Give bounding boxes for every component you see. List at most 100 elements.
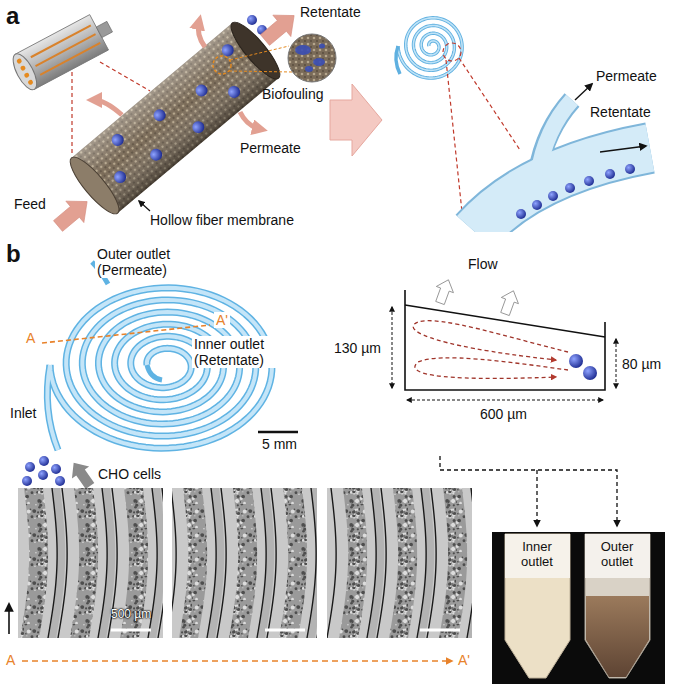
part-label: Hollow fiber membrane: [150, 212, 294, 228]
micrographs-part-part: [70, 488, 98, 638]
micrographs-part-part: [58, 488, 67, 638]
hollow-fiber-part: [226, 83, 243, 100]
micrographs-part-part: [367, 488, 384, 638]
enlarged-channel: [475, 100, 650, 232]
outlet-label: Outer outlet (Permeate): [95, 246, 199, 278]
dimension-label: 80 µm: [622, 356, 661, 372]
flow-label: Flow: [468, 256, 498, 272]
hollow-fiber-leader: [139, 201, 150, 211]
membrane-module-part: [16, 58, 22, 64]
section-marker: A': [458, 652, 470, 668]
dimension-label: 130 µm: [334, 340, 381, 356]
micrographs-part-part: [207, 488, 224, 638]
cho-cells-part: [65, 457, 99, 492]
micrographs-part-part: [20, 488, 48, 638]
tube-photo-part: [505, 534, 570, 678]
flow-arrows: [49, 5, 303, 237]
micrographs-part-part: [339, 488, 367, 638]
dimension-arrows-part: [392, 307, 393, 388]
micrographs-part-part: [172, 488, 176, 638]
biofouling-inset-part: [213, 56, 231, 74]
biofouling-inset-part: [230, 46, 289, 60]
micrographs-part-part: [389, 488, 417, 638]
micrographs-part-part: [467, 488, 472, 638]
micrographs-part: [172, 488, 317, 638]
hollow-fiber: [64, 17, 286, 220]
tube-photo-part: [585, 534, 650, 578]
dean-vortices: [413, 321, 568, 379]
biofouling-inset-part: [305, 66, 313, 72]
hollow-fiber-part: [193, 82, 210, 99]
exiting-cells-part: [247, 15, 257, 25]
transition-chevron: [330, 84, 382, 156]
micrographs-part-part: [377, 488, 386, 638]
dimension-arrows: [392, 307, 616, 400]
zoom-lines-red-part: [443, 43, 461, 61]
micrographs-part-part: [18, 488, 163, 638]
micrographs-part: [18, 488, 163, 638]
micrographs-part-part: [48, 488, 65, 638]
small-spiral-part: [398, 18, 462, 78]
micrographs-part-part: [307, 488, 316, 638]
cho-cells-part: [39, 456, 49, 466]
permeate-arrows-part: [94, 100, 122, 115]
micrographs-part-part: [417, 488, 426, 638]
tube-photo-part: [505, 534, 570, 578]
tube-photo: [492, 532, 665, 684]
tube-label: Inner outlet: [508, 540, 566, 570]
panel-letter: b: [6, 240, 21, 268]
hollow-fiber-leader-part: [139, 201, 150, 211]
micrographs-part-part: [367, 488, 376, 638]
section-line: [42, 325, 210, 343]
spiral-device-part: [47, 365, 58, 450]
biofouling-inset-part: [295, 45, 311, 55]
enlarged-channel-part: [565, 183, 575, 193]
biofouling-inset-part: [319, 44, 325, 49]
section-arrow-part: [22, 660, 452, 662]
cell-label: CHO cells: [98, 466, 161, 482]
dimension-label: 600 µm: [480, 406, 527, 422]
part-label: Biofouling: [262, 86, 324, 102]
micrographs-part-part: [267, 488, 276, 638]
cho-cells-part: [51, 464, 61, 474]
micrographs-part-part: [417, 488, 434, 638]
scale-bar: [258, 432, 298, 433]
biofouling-inset: [213, 34, 336, 82]
flow-direction-arrow: [9, 604, 10, 634]
flow-label: Permeate: [596, 68, 657, 84]
scale-bar: [265, 629, 305, 632]
tube-photo-part: [492, 532, 665, 684]
zoom-lines-red-part: [446, 60, 462, 212]
inlet-label: Inlet: [10, 405, 36, 421]
biofouling-inset-part: [313, 58, 325, 66]
lift-arrows-part: [431, 277, 457, 306]
panel-letter: a: [6, 2, 19, 30]
micrographs: [8, 488, 534, 638]
membrane-module-part: [40, 43, 100, 75]
flow-direction-arrow-part: [8, 604, 10, 634]
section-marker: A': [214, 312, 230, 328]
micrographs-part-part: [307, 488, 317, 638]
cho-cells-part: [22, 476, 32, 486]
dean-vortices-part: [413, 321, 568, 360]
tube-label: Outer outlet: [588, 540, 646, 570]
micrographs-part-part: [98, 488, 107, 638]
flow-label: Permeate: [240, 140, 301, 156]
enlarged-channel-part: [605, 169, 615, 179]
hollow-fiber-part: [190, 119, 207, 136]
hollow-fiber-part: [109, 132, 126, 149]
focused-cells-part: [569, 354, 583, 368]
membrane-module-part: [27, 79, 33, 85]
scale-label: 5 mm: [262, 436, 297, 452]
micrographs-part-part: [427, 488, 436, 638]
micrographs-part-part: [48, 488, 57, 638]
section-line-part: [42, 325, 210, 343]
lift-arrows-part: [496, 288, 522, 317]
biofouling-inset-part: [229, 71, 292, 72]
small-spiral-part: [396, 46, 400, 74]
outlet-label: Inner outlet (Retentate): [192, 336, 282, 368]
cho-cells: [22, 456, 99, 492]
enlarged-channel-part: [538, 100, 572, 175]
small-spiral: [396, 18, 462, 78]
